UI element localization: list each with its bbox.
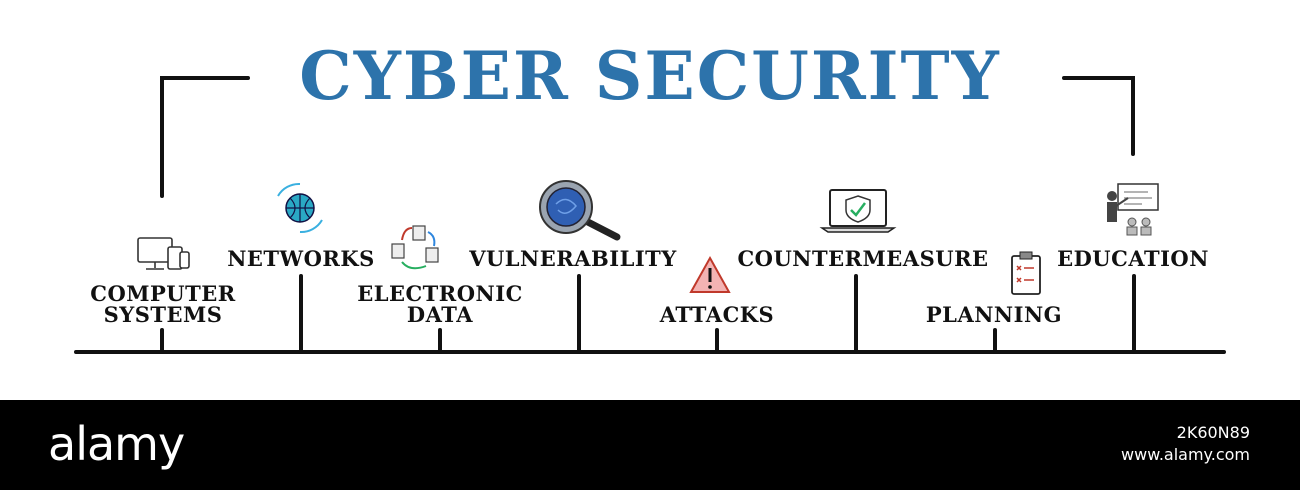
label-line: DATA xyxy=(406,302,474,327)
image-credit: 2K60N89 www.alamy.com xyxy=(1121,422,1250,466)
label-electronic-data: ELECTRONIC DATA xyxy=(350,283,530,325)
label-line: PLANNING xyxy=(925,302,1063,327)
label-line: COMPUTER xyxy=(90,281,236,306)
clipboard-icon xyxy=(1011,251,1041,295)
label-line: VULNERABILITY xyxy=(469,246,677,271)
image-id: 2K60N89 xyxy=(1176,423,1250,442)
magnifier-icon xyxy=(539,180,621,241)
label-line: ATTACKS xyxy=(659,302,775,327)
label-line: SYSTEMS xyxy=(103,302,223,327)
diagram-title: CYBER SECURITY xyxy=(299,37,1001,115)
label-computer-systems: COMPUTER SYSTEMS xyxy=(82,283,244,325)
watermark-bar: alamy 2K60N89 www.alamy.com xyxy=(0,400,1300,490)
label-networks: NETWORKS xyxy=(221,248,381,269)
bracket-left xyxy=(160,76,250,198)
warning-icon xyxy=(689,255,731,293)
devices-icon xyxy=(137,237,190,270)
label-line: NETWORKS xyxy=(227,246,375,271)
diagram-canvas: CYBER SECURITY xyxy=(74,37,1226,354)
site-url: www.alamy.com xyxy=(1121,445,1250,464)
diagram-lines xyxy=(74,76,1226,354)
label-line: COUNTERMEASURE xyxy=(737,246,989,271)
label-planning: PLANNING xyxy=(914,304,1074,325)
label-countermeasure: COUNTERMEASURE xyxy=(724,248,1002,269)
laptop-shield-icon xyxy=(819,189,897,233)
label-vulnerability: VULNERABILITY xyxy=(448,248,698,269)
presentation-icon xyxy=(1107,183,1159,236)
brand-logo: alamy xyxy=(48,417,185,471)
label-attacks: ATTACKS xyxy=(650,304,784,325)
data-cycle-icon xyxy=(391,225,439,270)
bracket-right xyxy=(1062,76,1135,156)
label-education: EDUCATION xyxy=(1049,248,1217,269)
globe-icon xyxy=(277,182,323,234)
label-line: EDUCATION xyxy=(1057,246,1209,271)
label-line: ELECTRONIC xyxy=(357,281,523,306)
